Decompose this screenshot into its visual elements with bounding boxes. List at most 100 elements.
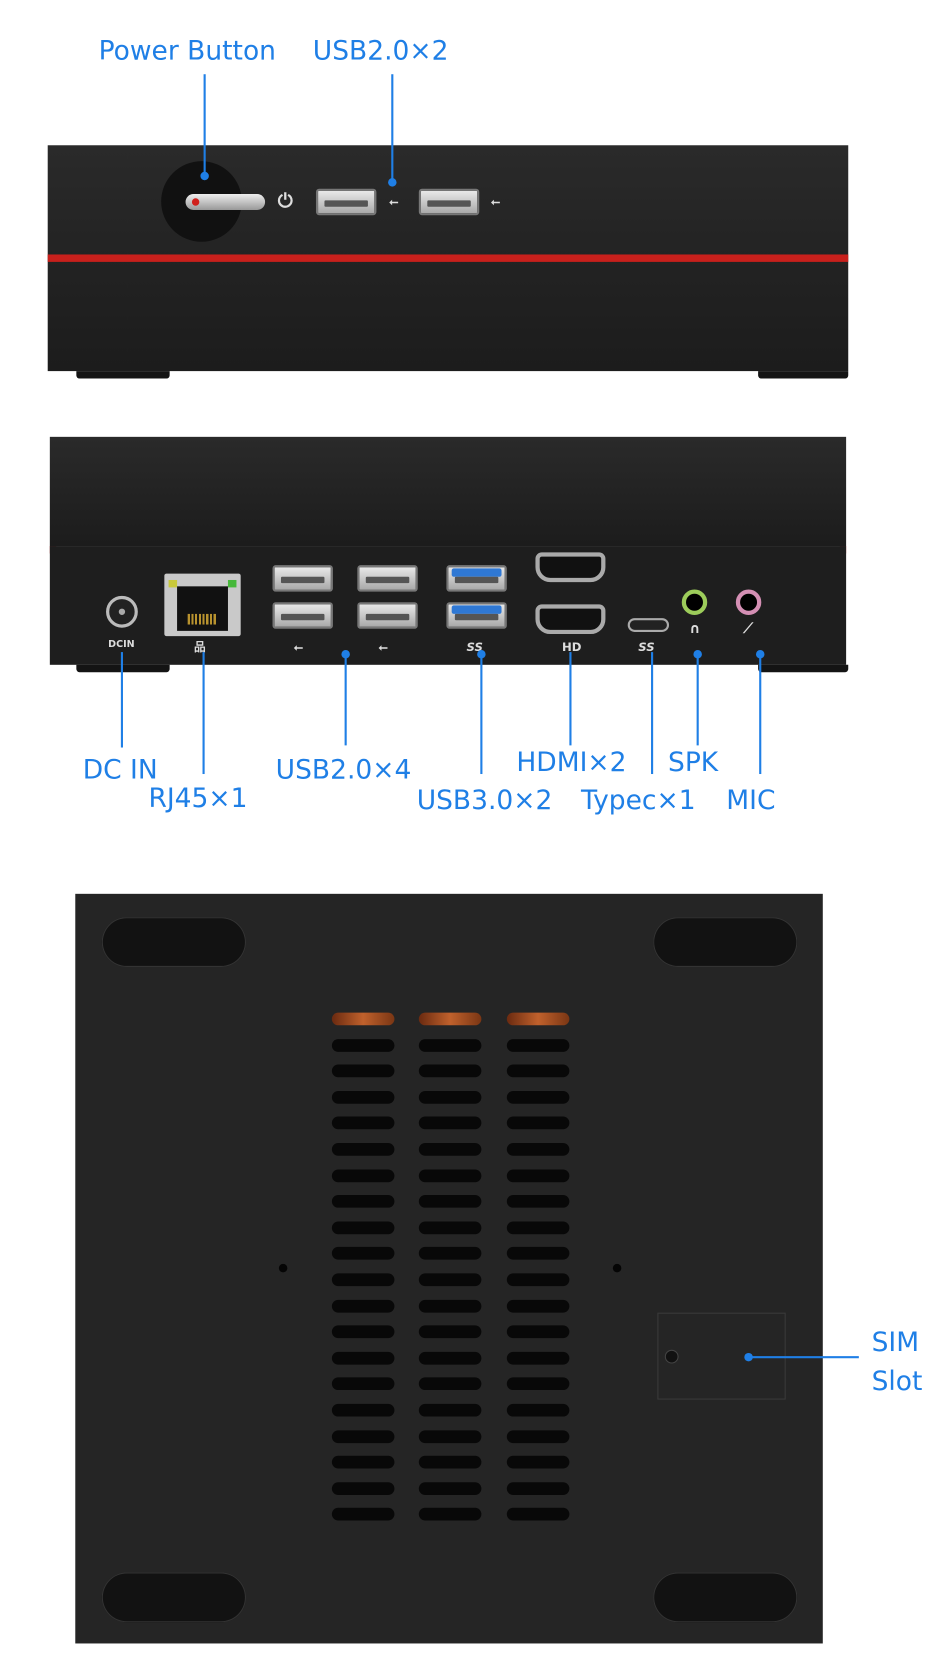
rubber-foot [653, 1572, 798, 1623]
vent-slot [418, 1508, 482, 1521]
microphone-icon: ⟋ [743, 621, 753, 638]
vent-slot [506, 1377, 570, 1391]
leader-dot [341, 649, 350, 659]
vent-slot [418, 1116, 482, 1130]
front-usb-port-1 [315, 188, 377, 216]
vent-slot [331, 1429, 395, 1443]
screw-hole [612, 1263, 622, 1273]
rear-view-top [49, 436, 847, 547]
red-stripe [47, 254, 849, 262]
rubber-foot [101, 1572, 246, 1623]
label-sim-line1: SIM [871, 1326, 920, 1358]
vent-slot [331, 1351, 395, 1365]
vent-slot [331, 1403, 395, 1417]
dcin-icon: DCIN [108, 639, 135, 650]
vent-slot [506, 1090, 570, 1104]
vent-slot [418, 1299, 482, 1313]
vent-slot [506, 1273, 570, 1287]
leader-dot [200, 171, 209, 181]
rear-foot-right [758, 664, 849, 673]
leader-dot [388, 178, 397, 187]
leader-power-button [203, 74, 206, 177]
rear-usb2-port [272, 565, 333, 592]
speaker-jack [681, 589, 708, 615]
vent-slot [331, 1090, 395, 1104]
leader-typec [651, 652, 654, 775]
leader-sim [748, 1356, 859, 1359]
label-mic: MIC [726, 784, 776, 816]
vent-slot [418, 1012, 482, 1026]
vent-slot [331, 1325, 395, 1339]
power-led [191, 198, 200, 206]
vent-slot [506, 1116, 570, 1130]
hdmi-hd-icon: HD [561, 640, 582, 655]
vent-slot [418, 1482, 482, 1495]
vent-slot [418, 1403, 482, 1417]
vent-slot [506, 1247, 570, 1261]
vent-slot [331, 1221, 395, 1234]
front-usb-port-2 [418, 188, 480, 216]
leader-dot [755, 649, 765, 659]
screw-icon [664, 1349, 679, 1364]
vent-slot [418, 1038, 482, 1052]
typec-port [627, 618, 670, 632]
vent-slot [506, 1351, 570, 1365]
vent-slot [418, 1169, 482, 1182]
rj45-port [164, 573, 241, 637]
power-button [185, 194, 266, 210]
vent-slot [331, 1195, 395, 1208]
rear-usb3-port [446, 602, 507, 629]
label-power-button: Power Button [98, 34, 276, 66]
front-foot-right [758, 371, 849, 379]
label-usb2-front: USB2.0×2 [312, 34, 449, 66]
label-rj45: RJ45×1 [148, 782, 248, 814]
vent-slot [506, 1403, 570, 1417]
vent-slot [418, 1351, 482, 1365]
vent-slot [331, 1247, 395, 1261]
vent-slot [418, 1247, 482, 1261]
leader-mic [759, 652, 762, 775]
vent-slot [506, 1299, 570, 1313]
vent-slot [418, 1377, 482, 1391]
vent-slot [506, 1221, 570, 1234]
vent-slot [506, 1429, 570, 1443]
power-icon: ⏻ [277, 189, 293, 213]
vent-slot [506, 1169, 570, 1182]
rear-usb2-port [357, 565, 418, 592]
vent-slot [506, 1038, 570, 1052]
headphone-icon: ∩ [689, 621, 701, 638]
vent-slot [418, 1195, 482, 1208]
mic-jack [735, 589, 762, 615]
rear-usb2-port [272, 602, 333, 629]
vent-slot [418, 1064, 482, 1078]
rear-foot-left [76, 664, 170, 673]
vent-slot [506, 1508, 570, 1521]
leader-dot [744, 1352, 753, 1362]
vent-slot [506, 1325, 570, 1339]
vent-slot [506, 1482, 570, 1495]
vent-slot [506, 1064, 570, 1078]
vent-slot [331, 1169, 395, 1182]
vent-slot [331, 1064, 395, 1078]
label-sim-line2: Slot [871, 1365, 923, 1397]
screw-hole [278, 1263, 288, 1273]
vent-slot [331, 1012, 395, 1026]
vent-slot [506, 1195, 570, 1208]
vent-slot [331, 1508, 395, 1521]
vent-slot [418, 1221, 482, 1234]
vent-slot [331, 1273, 395, 1287]
leader-hdmi [569, 652, 572, 746]
label-usb2: USB2.0×4 [275, 753, 412, 785]
rear-panel: DCIN 品 ⭠ ⭠ SS HD SS ∩ ⟋ [49, 546, 847, 665]
dc-in-jack [106, 595, 138, 628]
usb-icon: ⭠ [490, 195, 501, 209]
vent-slot [418, 1143, 482, 1156]
label-usb3: USB3.0×2 [416, 784, 553, 816]
label-dc-in: DC IN [82, 753, 158, 785]
leader-usb2-front [391, 74, 394, 183]
label-typec: Typec×1 [581, 784, 696, 816]
vent-slot [418, 1090, 482, 1104]
vent-slot [331, 1482, 395, 1495]
leader-dc-in [120, 652, 123, 748]
